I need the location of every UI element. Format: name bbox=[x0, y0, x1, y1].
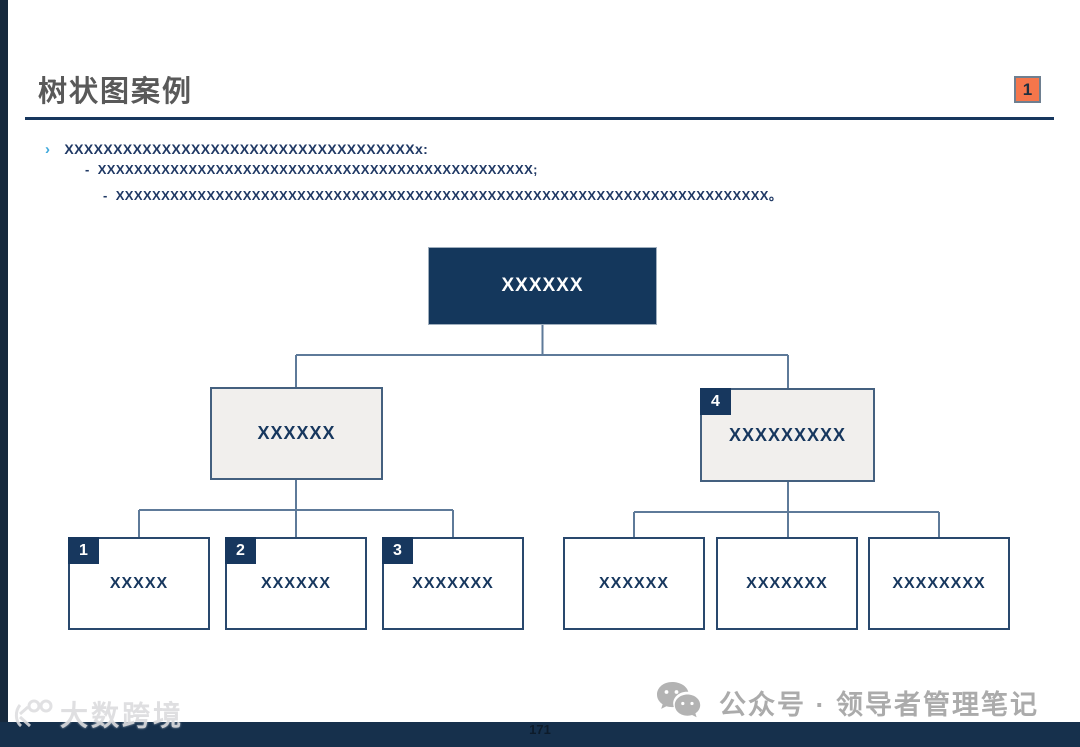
tree-level3-node-6: XXXXXXXX bbox=[868, 537, 1010, 630]
page-number: 171 bbox=[529, 722, 551, 737]
title-underline bbox=[25, 117, 1054, 120]
number-badge: 2 bbox=[225, 537, 256, 564]
wechat-watermark-text: 公众号 · 领导者管理笔记 bbox=[719, 689, 1039, 720]
bullet-line-1-text: XXXXXXXXXXXXXXXXXXXXXXXXXXXXXXXXXXXXx: bbox=[64, 141, 429, 157]
tree-node-label: XXXXXXXX bbox=[892, 574, 986, 592]
number-badge: 3 bbox=[382, 537, 413, 564]
bullet-line-2: -XXXXXXXXXXXXXXXXXXXXXXXXXXXXXXXXXXXXXXX… bbox=[85, 162, 538, 177]
tree-level2-node-left: XXXXXX bbox=[210, 387, 383, 480]
dash-icon: - bbox=[103, 188, 108, 203]
tree-level2-node-right: 4 XXXXXXXXX bbox=[700, 388, 875, 482]
dash-icon: - bbox=[85, 162, 90, 177]
tree-node-label: XXXXXX bbox=[257, 423, 336, 443]
tree-node-label: XXXXX bbox=[109, 574, 169, 592]
brand-watermark-text: 大数跨境 bbox=[60, 700, 185, 731]
tree-root-node: XXXXXX bbox=[428, 247, 657, 325]
tree-node-label: XXXXXXX bbox=[412, 574, 494, 592]
tree-node-label: XXXXXX bbox=[598, 574, 670, 592]
wechat-watermark: 公众号 · 领导者管理笔记 bbox=[655, 680, 1039, 724]
tree-level3-node-5: XXXXXXX bbox=[716, 537, 858, 630]
brand-logo-icon bbox=[14, 699, 53, 728]
tree-node-label: XXXXXXXXX bbox=[728, 424, 847, 445]
tree-root-label: XXXXXX bbox=[501, 275, 584, 296]
bullet-chevron-icon: › bbox=[45, 141, 51, 158]
number-badge: 4 bbox=[700, 388, 731, 415]
bullet-line-1: › XXXXXXXXXXXXXXXXXXXXXXXXXXXXXXXXXXXXx: bbox=[45, 141, 428, 158]
tree-node-label: XXXXXX bbox=[260, 574, 332, 592]
tree-node-label: XXXXXXX bbox=[746, 574, 828, 592]
left-edge-bar bbox=[0, 0, 8, 747]
bullet-line-2-text: XXXXXXXXXXXXXXXXXXXXXXXXXXXXXXXXXXXXXXXX… bbox=[97, 162, 538, 177]
tree-level3-node-3: 3 XXXXXXX bbox=[382, 537, 524, 630]
bullet-line-3-text: XXXXXXXXXXXXXXXXXXXXXXXXXXXXXXXXXXXXXXXX… bbox=[115, 188, 783, 203]
brand-watermark: 大数跨境 bbox=[10, 694, 184, 734]
bullet-line-3: -XXXXXXXXXXXXXXXXXXXXXXXXXXXXXXXXXXXXXXX… bbox=[103, 185, 782, 204]
tree-level3-node-1: 1 XXXXX bbox=[68, 537, 210, 630]
number-badge: 1 bbox=[68, 537, 99, 564]
tree-level3-node-2: 2 XXXXXX bbox=[225, 537, 367, 630]
corner-number-badge: 1 bbox=[1014, 76, 1041, 103]
bottom-bar: 171 bbox=[0, 722, 1080, 747]
page-title: 树状图案例 bbox=[38, 76, 194, 108]
tree-level3-node-4: XXXXXX bbox=[563, 537, 705, 630]
wechat-icon bbox=[657, 682, 701, 718]
